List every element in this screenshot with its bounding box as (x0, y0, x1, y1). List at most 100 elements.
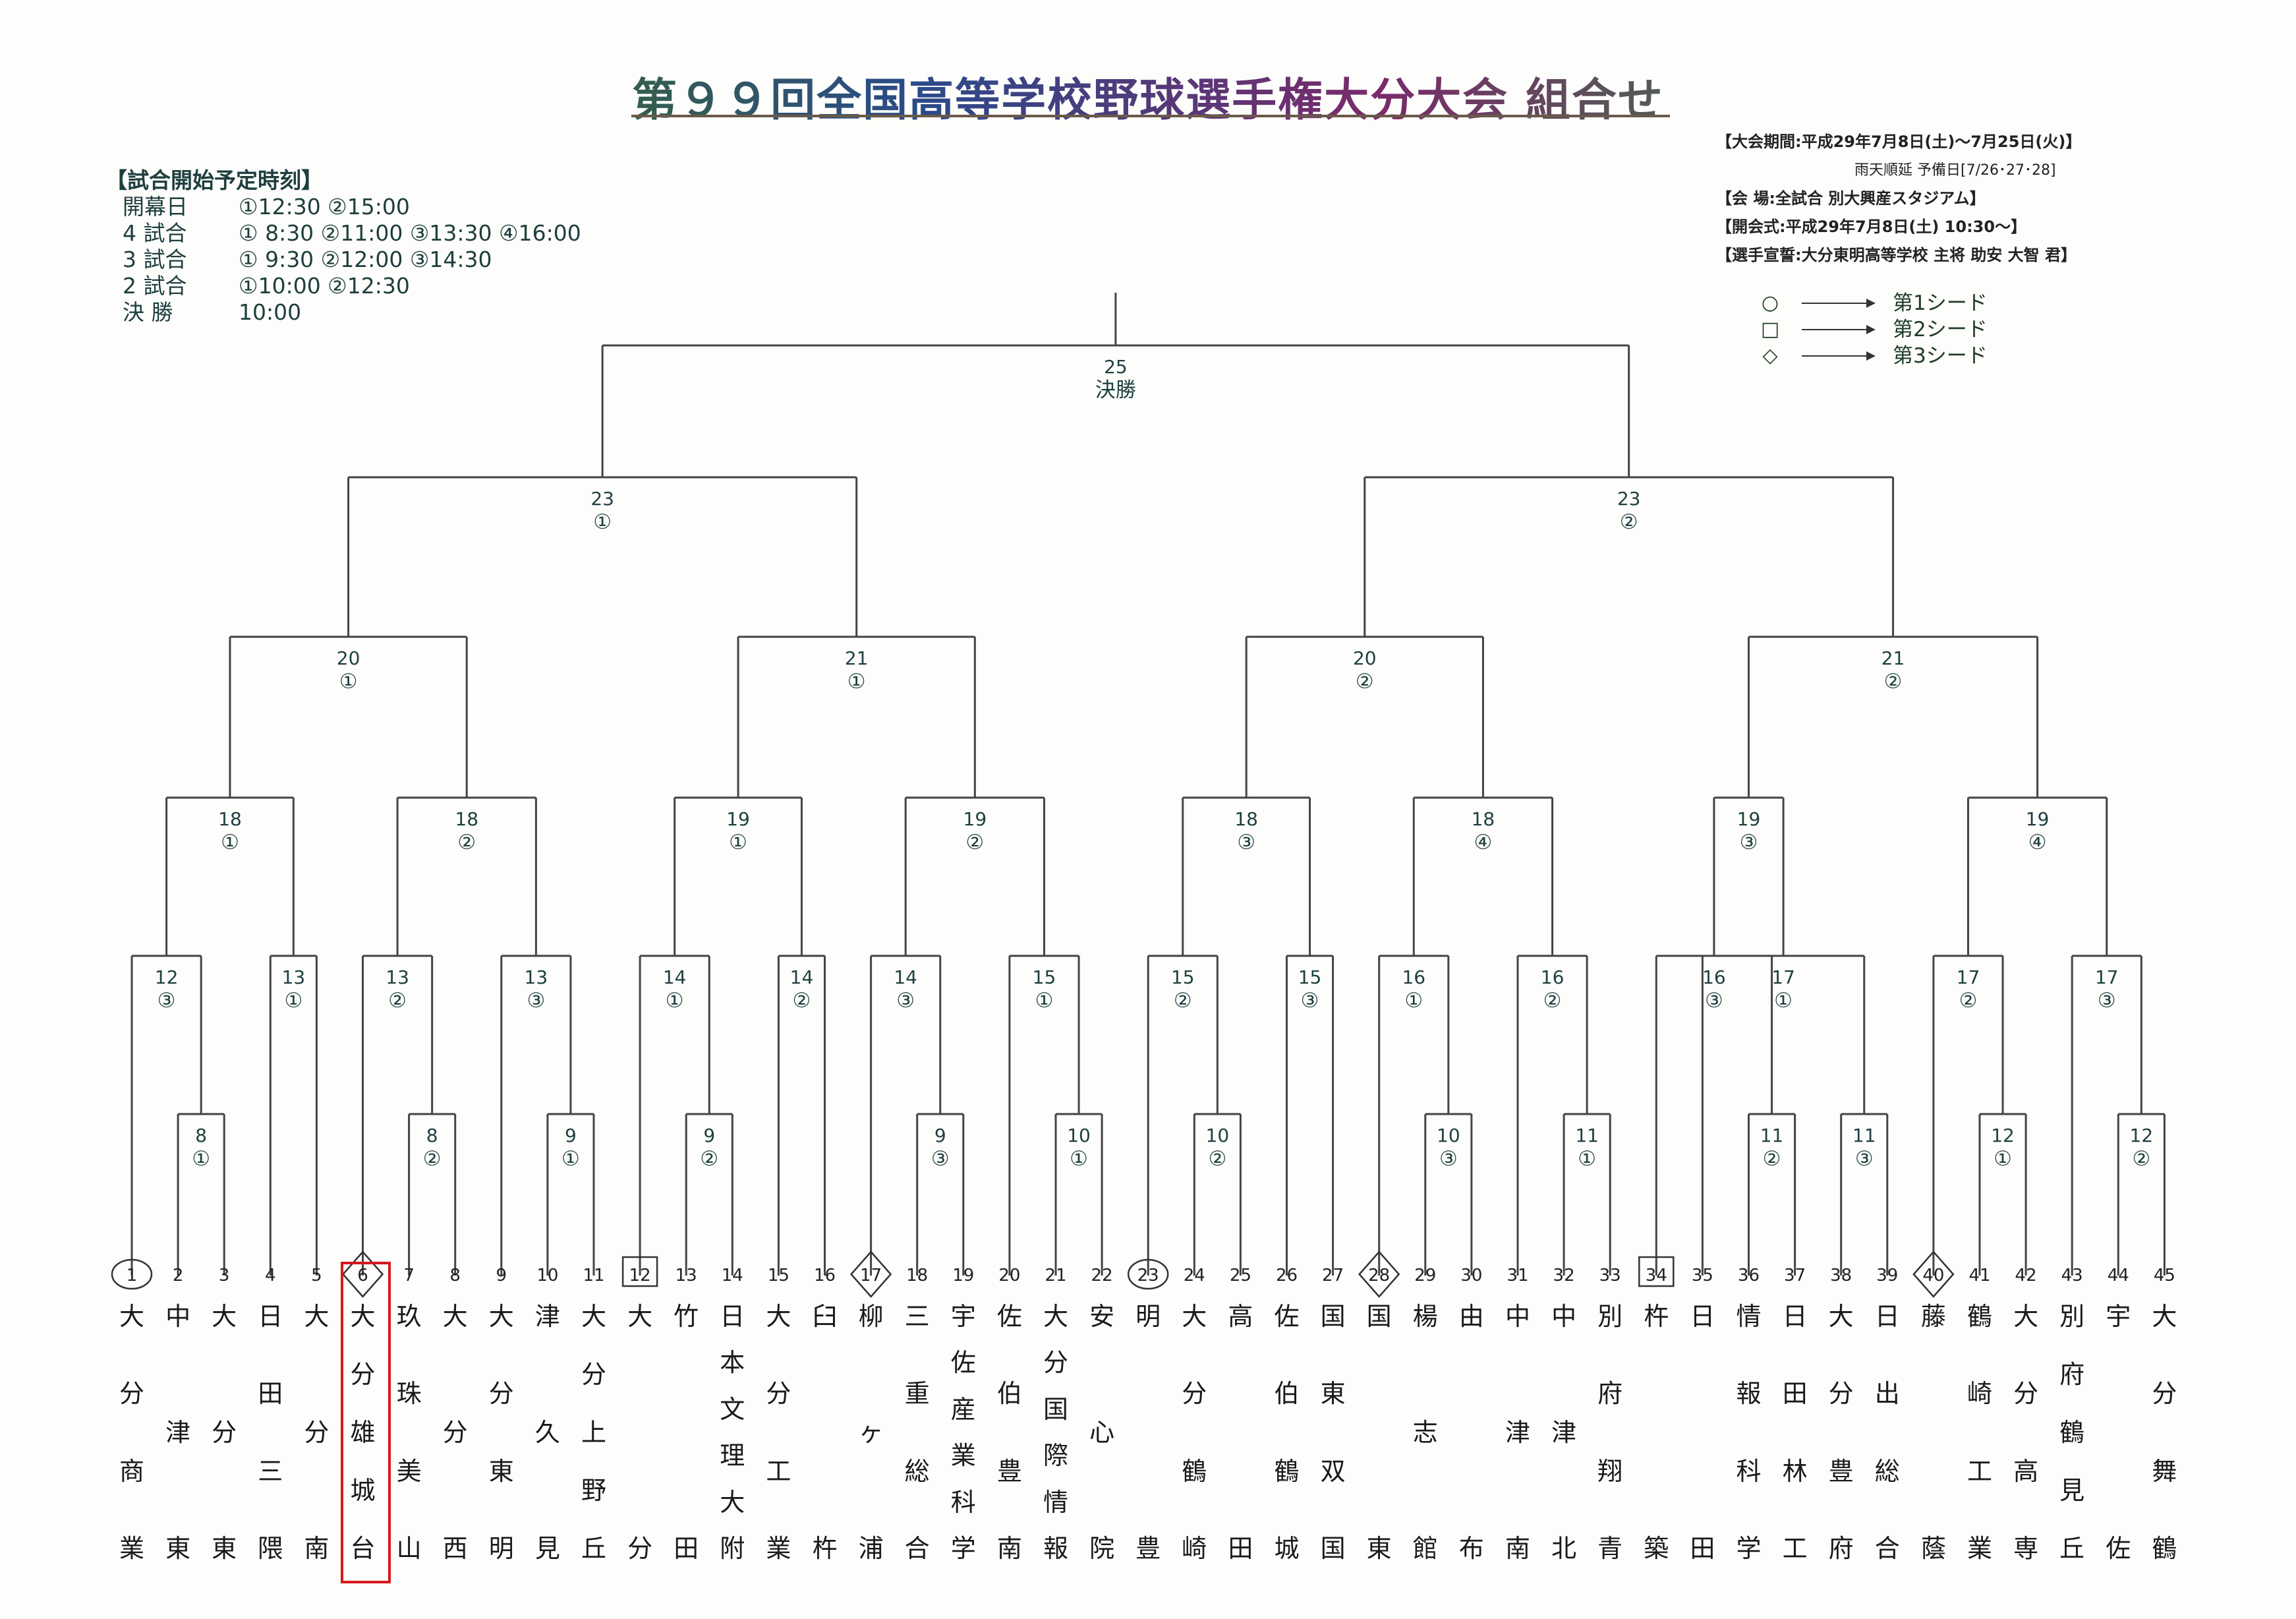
seed-1-marker (111, 1258, 153, 1290)
match-slot: ① (1035, 989, 1054, 1013)
team-name-char: ヶ (858, 1418, 884, 1447)
match-day: 14 (663, 966, 687, 988)
team-name-char: 分 (2152, 1379, 2177, 1409)
team-name-char: 田 (258, 1379, 283, 1409)
team-name-char: 津 (1551, 1418, 1577, 1447)
match-slot: ② (2132, 1147, 2150, 1171)
team-name-char: 大 (1043, 1302, 1068, 1331)
team-name-char: 府 (1828, 1534, 1854, 1563)
team-name-char: 中 (1505, 1302, 1530, 1331)
match-slot: ③ (1740, 831, 1758, 854)
team-number: 38 (1830, 1266, 1852, 1285)
team-name-char: 科 (1736, 1456, 1762, 1486)
team-name-char: 布 (1458, 1534, 1484, 1563)
team-number: 1 (127, 1266, 138, 1285)
team-name-char: 津 (165, 1418, 191, 1447)
team-name-char: 工 (1966, 1456, 1992, 1486)
team-name-char: 佐 (1274, 1302, 1300, 1331)
team-number: 2 (173, 1266, 184, 1285)
team-number: 8 (449, 1266, 461, 1285)
team-name-char: 総 (904, 1456, 930, 1486)
team-name-char: 田 (1690, 1534, 1715, 1563)
diamond-icon: ◇ (1762, 344, 1778, 367)
team-name-char: 学 (1736, 1534, 1762, 1563)
seed-3-marker (1358, 1251, 1400, 1298)
match-slot: ② (700, 1147, 718, 1171)
team-name-char: 国 (1366, 1302, 1392, 1331)
team-name-char: 西 (442, 1534, 468, 1563)
match-day: 8 (426, 1125, 438, 1146)
team-name-char: 上 (581, 1418, 606, 1447)
team-name-char: 翔 (1597, 1456, 1623, 1486)
team-name-char: 杵 (812, 1534, 838, 1563)
team-name-char: 豊 (1135, 1534, 1161, 1563)
team-number: 44 (2108, 1266, 2129, 1285)
match-day: 13 (282, 966, 306, 988)
team-name-char: 報 (1043, 1534, 1068, 1563)
schedule-times: ① 9:30 ②12:00 ③14:30 (239, 247, 492, 272)
team-name-char: 日 (1690, 1302, 1715, 1331)
team-name-char: 合 (904, 1534, 930, 1563)
team-name-char: 久 (534, 1418, 560, 1447)
team-number: 33 (1599, 1266, 1621, 1285)
team-name-char: 東 (1366, 1534, 1392, 1563)
team-name-char: 佐 (2106, 1534, 2131, 1563)
match-day: 15 (1033, 966, 1056, 988)
team-name-char: 鶴 (1966, 1302, 1992, 1331)
team-number: 23 (1137, 1266, 1159, 1285)
team-number: 39 (1876, 1266, 1898, 1285)
match-day: 19 (963, 808, 987, 830)
team-name-char: 日 (720, 1302, 745, 1331)
team-name-char: 大 (2152, 1302, 2177, 1331)
match-day: 19 (1737, 808, 1761, 830)
match-slot: ① (847, 670, 866, 693)
match-slot: ③ (931, 1147, 950, 1171)
team-number: 34 (1646, 1266, 1667, 1285)
team-name-char: 崎 (1182, 1534, 1207, 1563)
schedule-heading: 【試合開始予定時刻】 (105, 167, 323, 193)
team-name-char: 東 (488, 1456, 514, 1486)
team-number: 3 (219, 1266, 230, 1285)
rain-postponement: 雨天順延 予備日[7/26･27･28] (1854, 162, 2056, 179)
match-day: 25 (1104, 356, 1128, 378)
team-number: 22 (1091, 1266, 1113, 1285)
match-slot: ③ (527, 989, 545, 1013)
legend-item: ○第1シード (1757, 290, 1988, 316)
match-day: 21 (1881, 647, 1905, 669)
schedule-times: 10:00 (239, 299, 302, 325)
match-slot: ① (1578, 1147, 1596, 1171)
team-number: 29 (1414, 1266, 1436, 1285)
team-name-char: 佐 (950, 1348, 976, 1378)
team-number: 24 (1184, 1266, 1205, 1285)
team-number: 15 (768, 1266, 789, 1285)
team-name-char: 大 (350, 1302, 376, 1331)
circle-icon: ○ (1761, 291, 1779, 314)
venue: 【会 場:全試合 別大興産スタジアム】 (1716, 189, 1986, 208)
team-number: 41 (1968, 1266, 1990, 1285)
team-name-char: 報 (1736, 1379, 1762, 1409)
team-name-char: 東 (165, 1534, 191, 1563)
match-day: 19 (726, 808, 750, 830)
match-slot: ④ (2028, 831, 2047, 854)
team-name-char: 附 (720, 1534, 745, 1563)
team-number: 17 (860, 1266, 882, 1285)
team-number: 25 (1230, 1266, 1251, 1285)
team-name-char: 府 (1597, 1379, 1623, 1409)
team-number: 40 (1922, 1266, 1944, 1285)
team-name-char: 双 (1320, 1456, 1346, 1486)
seed-2-marker (621, 1256, 658, 1287)
match-day: 21 (845, 647, 869, 669)
team-name-char: 雄 (350, 1418, 376, 1447)
match-slot: ② (1959, 989, 1978, 1013)
team-name-char: 専 (2013, 1534, 2039, 1563)
team-number: 18 (906, 1266, 928, 1285)
opening-ceremony: 【開会式:平成29年7月8日(土) 10:30～】 (1716, 218, 2027, 236)
team-number: 42 (2015, 1266, 2037, 1285)
legend-item: □第2シード (1757, 316, 1988, 343)
team-name-char: 田 (674, 1534, 699, 1563)
seed-3-marker (849, 1251, 892, 1298)
team-name-char: 国 (1320, 1534, 1346, 1563)
match-day: 9 (703, 1125, 715, 1146)
schedule-times: ①10:00 ②12:30 (239, 273, 410, 299)
team-name-char: 野 (581, 1476, 606, 1505)
